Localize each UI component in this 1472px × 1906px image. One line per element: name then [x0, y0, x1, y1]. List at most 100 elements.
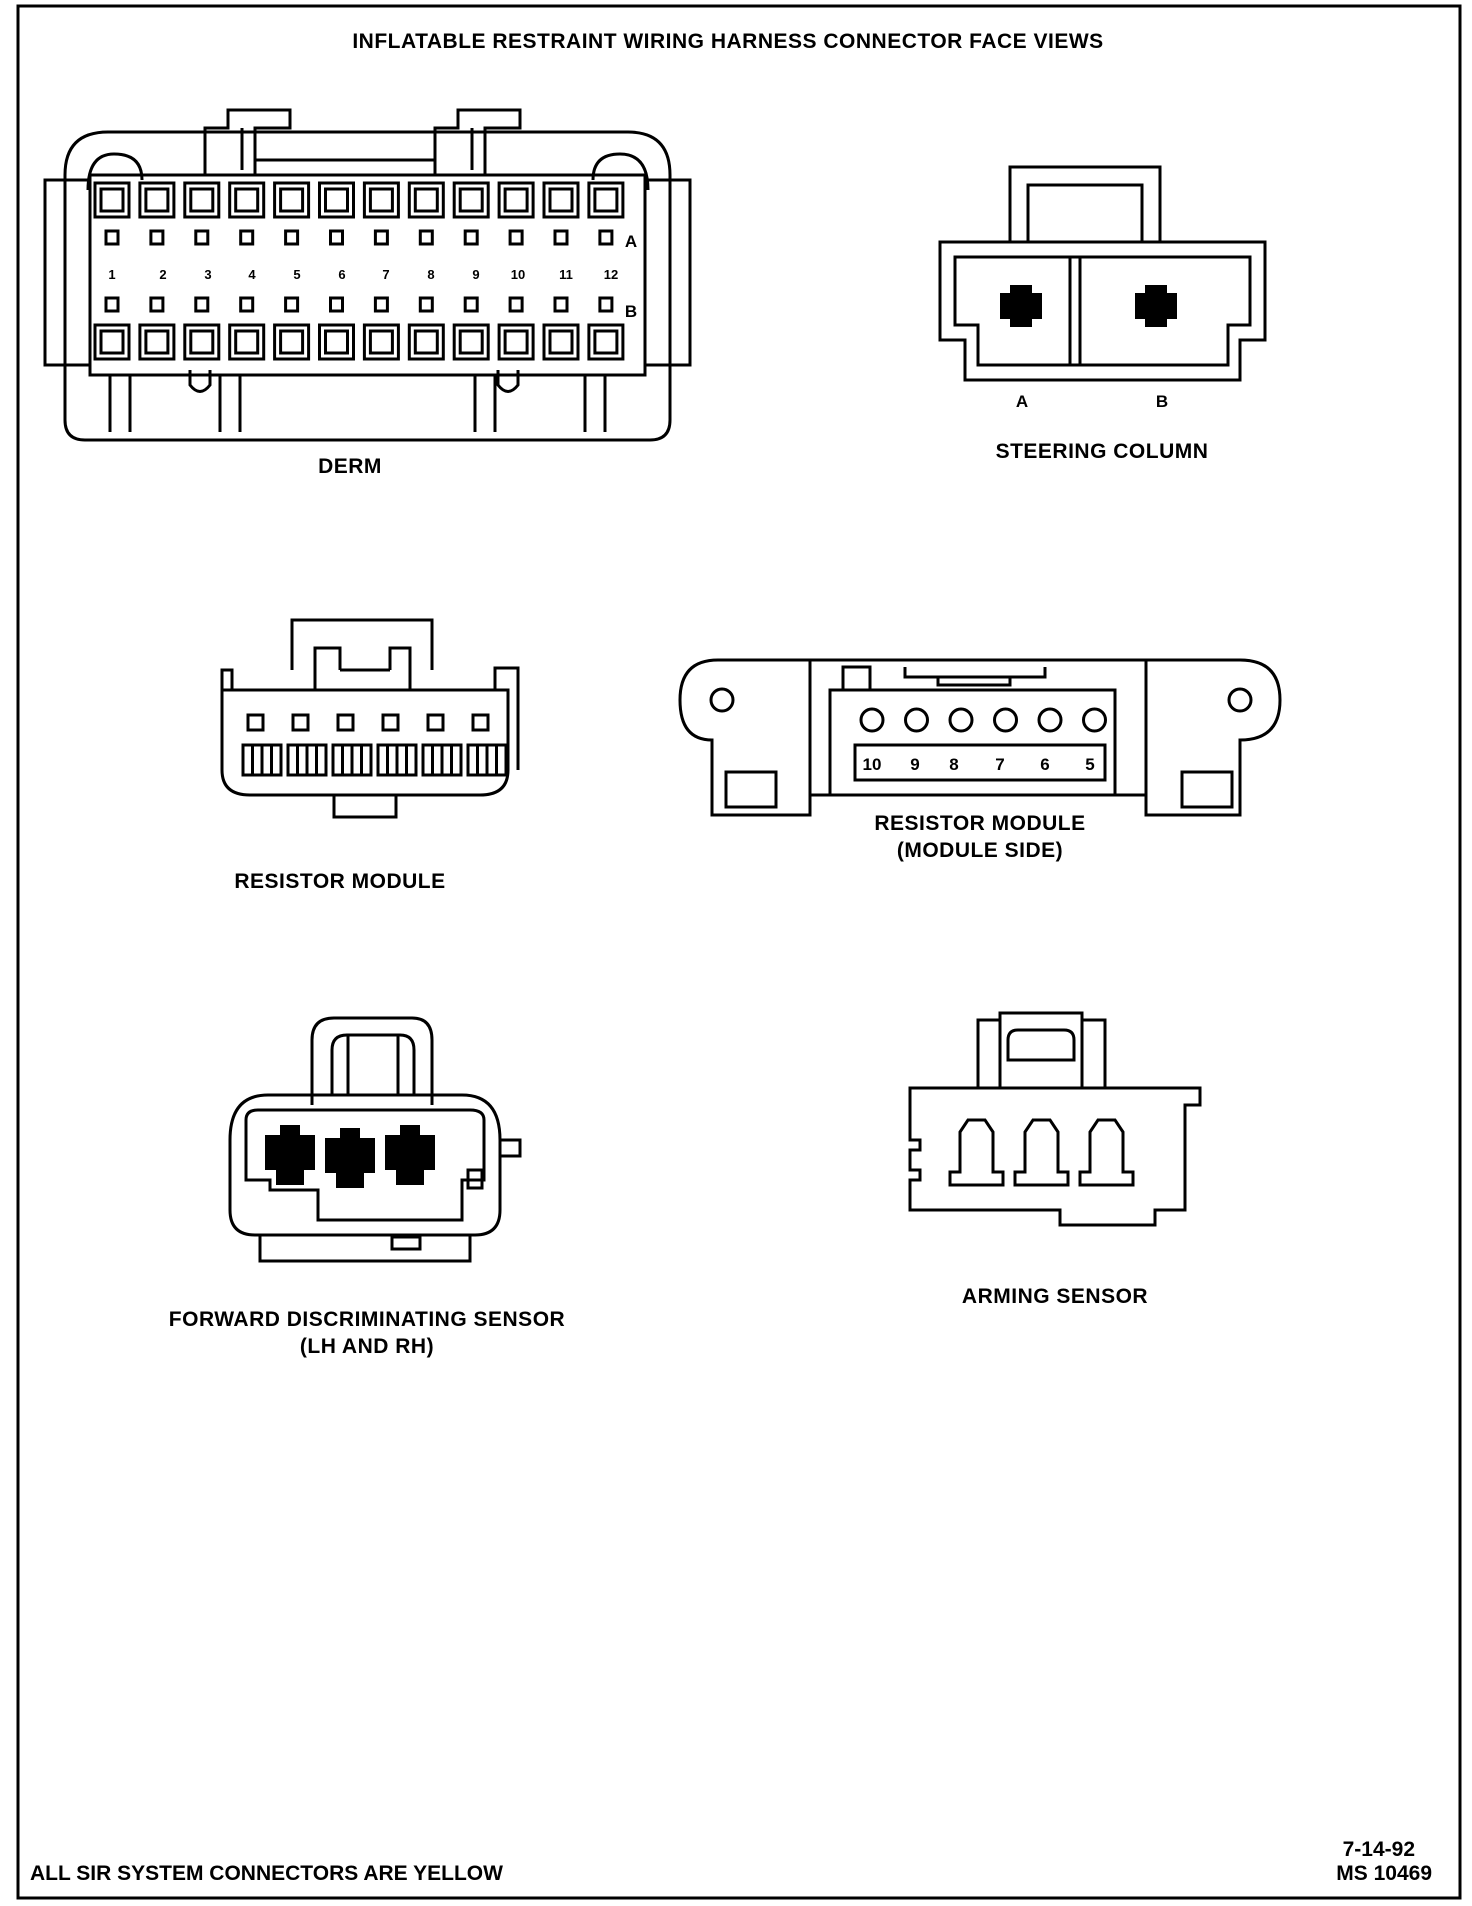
derm-cavity-a-inner: [324, 187, 349, 213]
derm-cavity-b-outer: [587, 323, 625, 361]
derm-cavity-b-inner: [324, 329, 349, 355]
derm-pin-square-a: [463, 229, 479, 246]
page-border: [16, 4, 1462, 1900]
derm-pin-square-b: [508, 296, 524, 313]
derm-pin-square-b: [194, 296, 210, 313]
derm-cavity-b-inner: [189, 329, 215, 355]
derm-pin-square-a: [149, 229, 165, 246]
derm-cavity-b-inner: [548, 329, 574, 355]
derm-row-b-label: B: [625, 302, 637, 321]
derm-cavity-a-outer: [138, 181, 176, 219]
resistor-module-side-pin-circle: [859, 707, 885, 733]
derm-cavity-a-inner: [413, 187, 439, 213]
fds-terminal-3: [385, 1135, 435, 1170]
derm-pin-square-a: [373, 229, 389, 246]
rms-pin-9: 9: [910, 755, 919, 774]
derm-pin-square-b: [463, 296, 479, 313]
rms-pin-10: 10: [863, 755, 882, 774]
derm-pin-12: 12: [604, 267, 618, 282]
rms-pin-8: 8: [949, 755, 958, 774]
derm-pin-11: 11: [559, 267, 573, 282]
resistor-module-side-pin-circle: [1037, 707, 1063, 733]
derm-cavity-a-outer: [93, 181, 131, 219]
derm-pin-8: 8: [427, 267, 434, 282]
resistor-module-pin-square: [336, 713, 355, 732]
derm-row-a-label: A: [625, 232, 637, 251]
steering-column-connector: [938, 165, 1267, 382]
derm-pin-square-a: [284, 229, 300, 246]
footer-date: 7-14-92: [1343, 1838, 1415, 1861]
derm-pin-square-a: [418, 229, 434, 246]
derm-cavity-b-outer: [318, 323, 355, 361]
derm-cavity-b-outer: [93, 323, 131, 361]
forward-sensor-label-line1: FORWARD DISCRIMINATING SENSOR: [169, 1308, 565, 1331]
derm-pin-4: 4: [248, 267, 256, 282]
derm-pin-square-a: [508, 229, 524, 246]
derm-cavity-a-outer: [362, 181, 400, 219]
resistor-module-pin-square: [291, 713, 310, 732]
derm-pin-square-b: [149, 296, 165, 313]
footer-note: ALL SIR SYSTEM CONNECTORS ARE YELLOW: [30, 1862, 503, 1885]
derm-cavity-a-outer: [587, 181, 625, 219]
derm-cavity-b-inner: [279, 329, 305, 355]
resistor-module-pin-square: [426, 713, 445, 732]
derm-cavity-b-inner: [144, 329, 170, 355]
derm-connector: [43, 108, 692, 442]
derm-cavity-a-outer: [542, 181, 580, 219]
derm-pin-5: 5: [293, 267, 300, 282]
derm-cavity-a-inner: [593, 187, 619, 213]
rms-pin-7: 7: [995, 755, 1004, 774]
derm-cavity-b-outer: [362, 323, 400, 361]
derm-cavity-b-inner: [503, 329, 529, 355]
rms-pin-5: 5: [1085, 755, 1094, 774]
steering-column-pin-a: A: [1016, 392, 1028, 411]
derm-cavity-b-inner: [593, 329, 619, 355]
derm-cavity-b-outer: [228, 323, 266, 361]
derm-cavity-a-inner: [548, 187, 574, 213]
derm-cavity-b-outer: [138, 323, 176, 361]
forward-sensor-connector: [228, 1016, 522, 1263]
fds-terminal-2: [325, 1138, 375, 1173]
derm-cavity-a-outer: [407, 181, 445, 219]
derm-pin-square-a: [598, 229, 614, 246]
derm-pin-square-b: [598, 296, 614, 313]
derm-pin-square-b: [329, 296, 344, 313]
derm-pin-square-a: [329, 229, 344, 246]
resistor-module-side-pin-circle: [904, 707, 929, 733]
derm-pin-square-a: [239, 229, 255, 246]
resistor-module-pin-square: [246, 713, 265, 732]
derm-cavity-a-inner: [144, 187, 170, 213]
steering-column-label: STEERING COLUMN: [996, 440, 1209, 463]
derm-cavity-b-outer: [273, 323, 311, 361]
derm-cavity-a-inner: [99, 187, 125, 213]
derm-cavity-a-inner: [503, 187, 529, 213]
resistor-module-side-pin-circle: [948, 707, 974, 733]
derm-pin-6: 6: [338, 267, 345, 282]
resistor-module-side-label-line2: (MODULE SIDE): [897, 839, 1063, 862]
derm-cavity-a-inner: [458, 187, 484, 213]
derm-cavity-b-outer: [497, 323, 535, 361]
derm-cavity-a-outer: [497, 181, 535, 219]
footer-code: MS 10469: [1336, 1862, 1432, 1885]
derm-cavity-a-inner: [234, 187, 260, 213]
derm-pin-square-a: [104, 229, 120, 246]
steering-column-pin-b: B: [1156, 392, 1168, 411]
derm-pin-square-b: [104, 296, 120, 313]
resistor-module-label: RESISTOR MODULE: [234, 870, 445, 893]
derm-label: DERM: [318, 455, 382, 478]
resistor-module-side-pin-labels: 10 9 8 7 6 5: [863, 755, 1095, 774]
diagram-title: INFLATABLE RESTRAINT WIRING HARNESS CONN…: [352, 30, 1103, 53]
derm-cavity-b-outer: [542, 323, 580, 361]
derm-pin-labels: 1 2 3 4 5 6 7 8 9 10 11 12 A B: [108, 232, 637, 321]
arming-sensor-connector: [908, 1011, 1202, 1227]
derm-pin-9: 9: [472, 267, 479, 282]
fds-terminal-1: [265, 1135, 315, 1170]
derm-cavity-b-outer: [183, 323, 221, 361]
derm-cavity-b-inner: [99, 329, 125, 355]
derm-pin-square-b: [373, 296, 389, 313]
derm-pin-square-b: [284, 296, 300, 313]
resistor-module-pin-square: [471, 713, 490, 732]
resistor-module-cavity-group: [241, 713, 508, 777]
forward-sensor-terminals: [265, 1125, 435, 1188]
